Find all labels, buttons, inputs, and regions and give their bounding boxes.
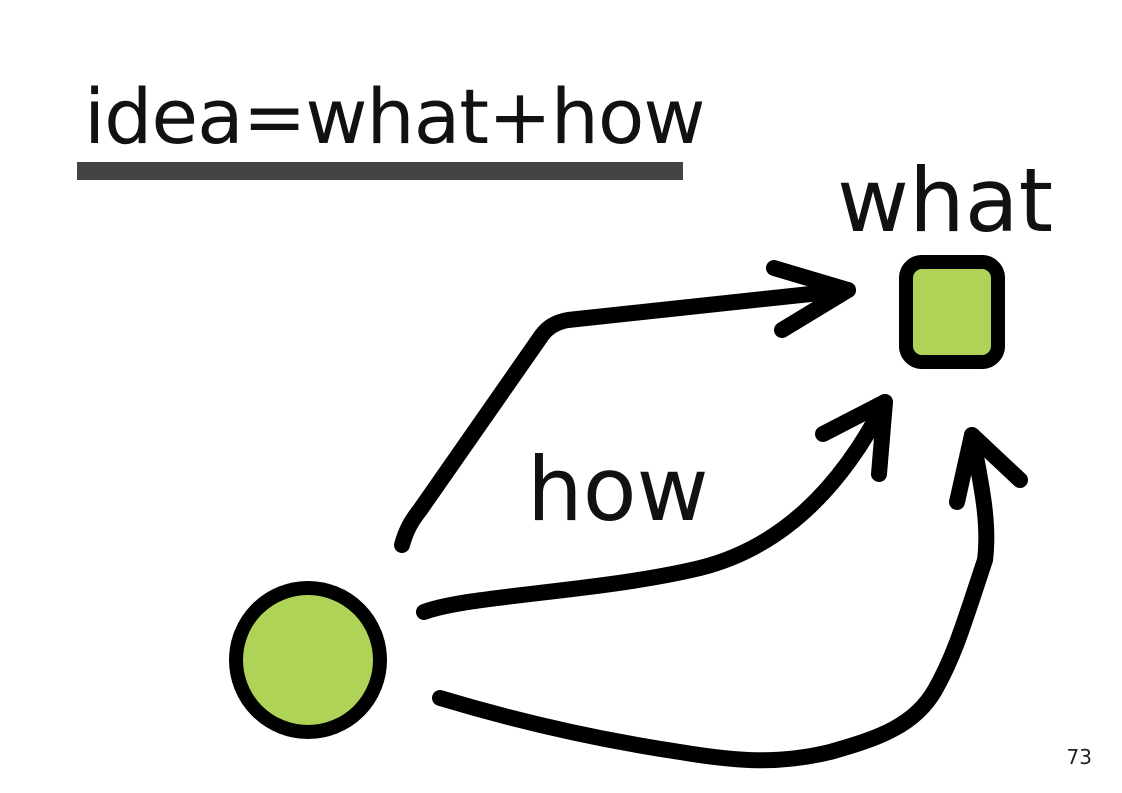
goal-node [899, 255, 1005, 369]
arrow-middle-path [416, 394, 893, 620]
start-node [229, 581, 387, 739]
arrow-lower-path [432, 427, 995, 769]
title-underline [77, 162, 683, 180]
arrow-middle-head [815, 394, 893, 482]
arrow-upper-head [766, 260, 856, 338]
page-number: 73 [1066, 745, 1092, 769]
goal-label: what [837, 149, 1054, 252]
path-label: how [527, 438, 709, 541]
slide-title: idea=what+how [84, 72, 706, 161]
arrow-lower-head [949, 427, 1028, 510]
arrow-upper-path [394, 282, 856, 553]
